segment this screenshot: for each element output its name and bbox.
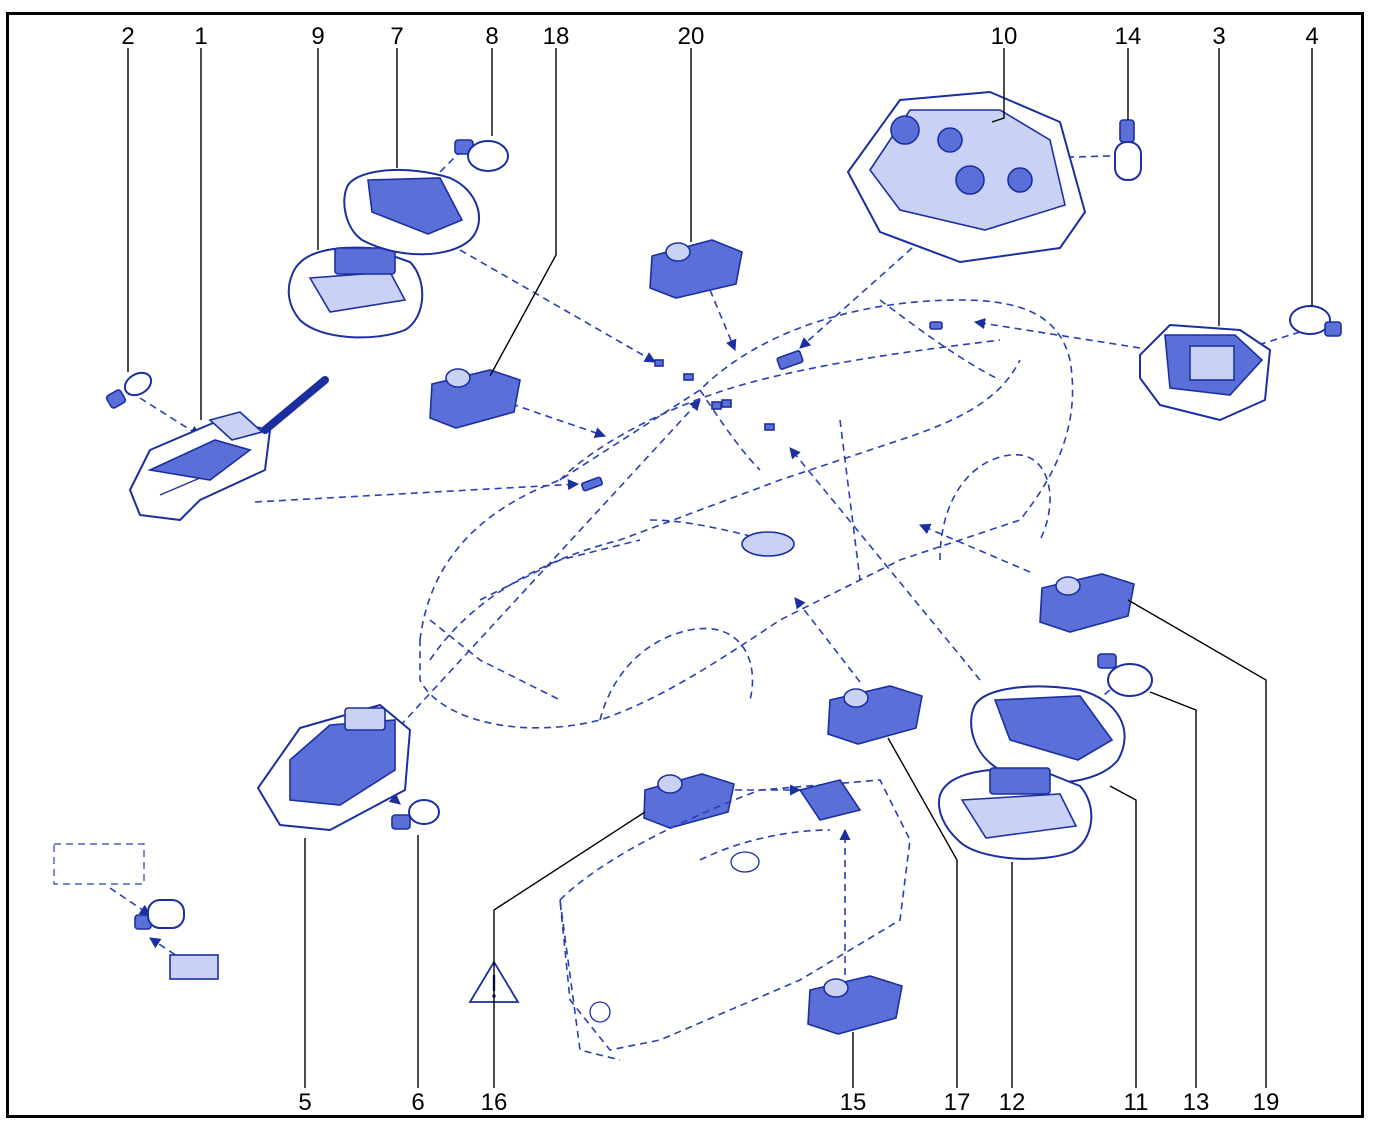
- callout-15: 15: [840, 1089, 867, 1116]
- part-5-lamp-unit: [257, 704, 411, 831]
- callout-17: 17: [944, 1089, 971, 1116]
- centre-console: [559, 779, 911, 1061]
- part-6-bulb: [391, 799, 440, 830]
- callout-13: 13: [1183, 1089, 1210, 1116]
- part-20-sensor-module: [649, 239, 743, 299]
- callout-8: 8: [485, 23, 498, 50]
- part-9-lens-cover: [287, 246, 424, 339]
- callout-16: 16: [481, 1089, 508, 1116]
- part-2-bulb: [105, 371, 153, 409]
- vehicle-part-marker: [741, 531, 795, 557]
- callout-labels: 2 1 9 7 8 18 20 10 14 3 4 5 6 16 15 17 1…: [121, 23, 1318, 1116]
- callout-2: 2: [121, 23, 134, 50]
- part-10-overhead-console: [847, 91, 1086, 263]
- callout-7: 7: [390, 23, 403, 50]
- part-13-bulb: [1097, 653, 1153, 697]
- part-19-sensor-module: [1039, 573, 1135, 633]
- part-16-sensor-module: [643, 773, 735, 829]
- callout-19: 19: [1253, 1089, 1280, 1116]
- callout-5: 5: [298, 1089, 311, 1116]
- part-4-bulb: [1289, 305, 1342, 337]
- vehicle-outline: [419, 299, 1074, 729]
- diagram-frame: [6, 12, 1364, 1118]
- callout-9: 9: [311, 23, 324, 50]
- part-11-lamp-holder: [970, 685, 1126, 784]
- callout-6: 6: [411, 1089, 424, 1116]
- part-18-sensor-module: [429, 368, 521, 429]
- part-15-sensor-module: [807, 975, 903, 1035]
- leader-lines: [127, 48, 1313, 1088]
- callout-10: 10: [991, 23, 1018, 50]
- assembly-lines: [109, 149, 1301, 975]
- part-12-lens: [938, 767, 1093, 860]
- part-17-sensor-module: [827, 685, 923, 745]
- legend-bulb-detail: [53, 843, 219, 980]
- part-7-lamp-holder: [343, 169, 480, 256]
- callout-3: 3: [1212, 23, 1225, 50]
- part-14-bulb: [1114, 119, 1142, 181]
- callout-11: 11: [1124, 1089, 1149, 1116]
- callout-4: 4: [1305, 23, 1318, 50]
- callout-20: 20: [678, 23, 705, 50]
- part-8-bulb: [454, 139, 509, 172]
- callout-12: 12: [999, 1089, 1026, 1116]
- part-1-lamp-housing: [129, 376, 329, 521]
- vehicle-mount-markers: [580, 321, 943, 492]
- callout-1: 1: [194, 23, 207, 50]
- callout-14: 14: [1115, 23, 1142, 50]
- callout-18: 18: [543, 23, 570, 50]
- part-3-lamp-assembly: [1139, 324, 1271, 421]
